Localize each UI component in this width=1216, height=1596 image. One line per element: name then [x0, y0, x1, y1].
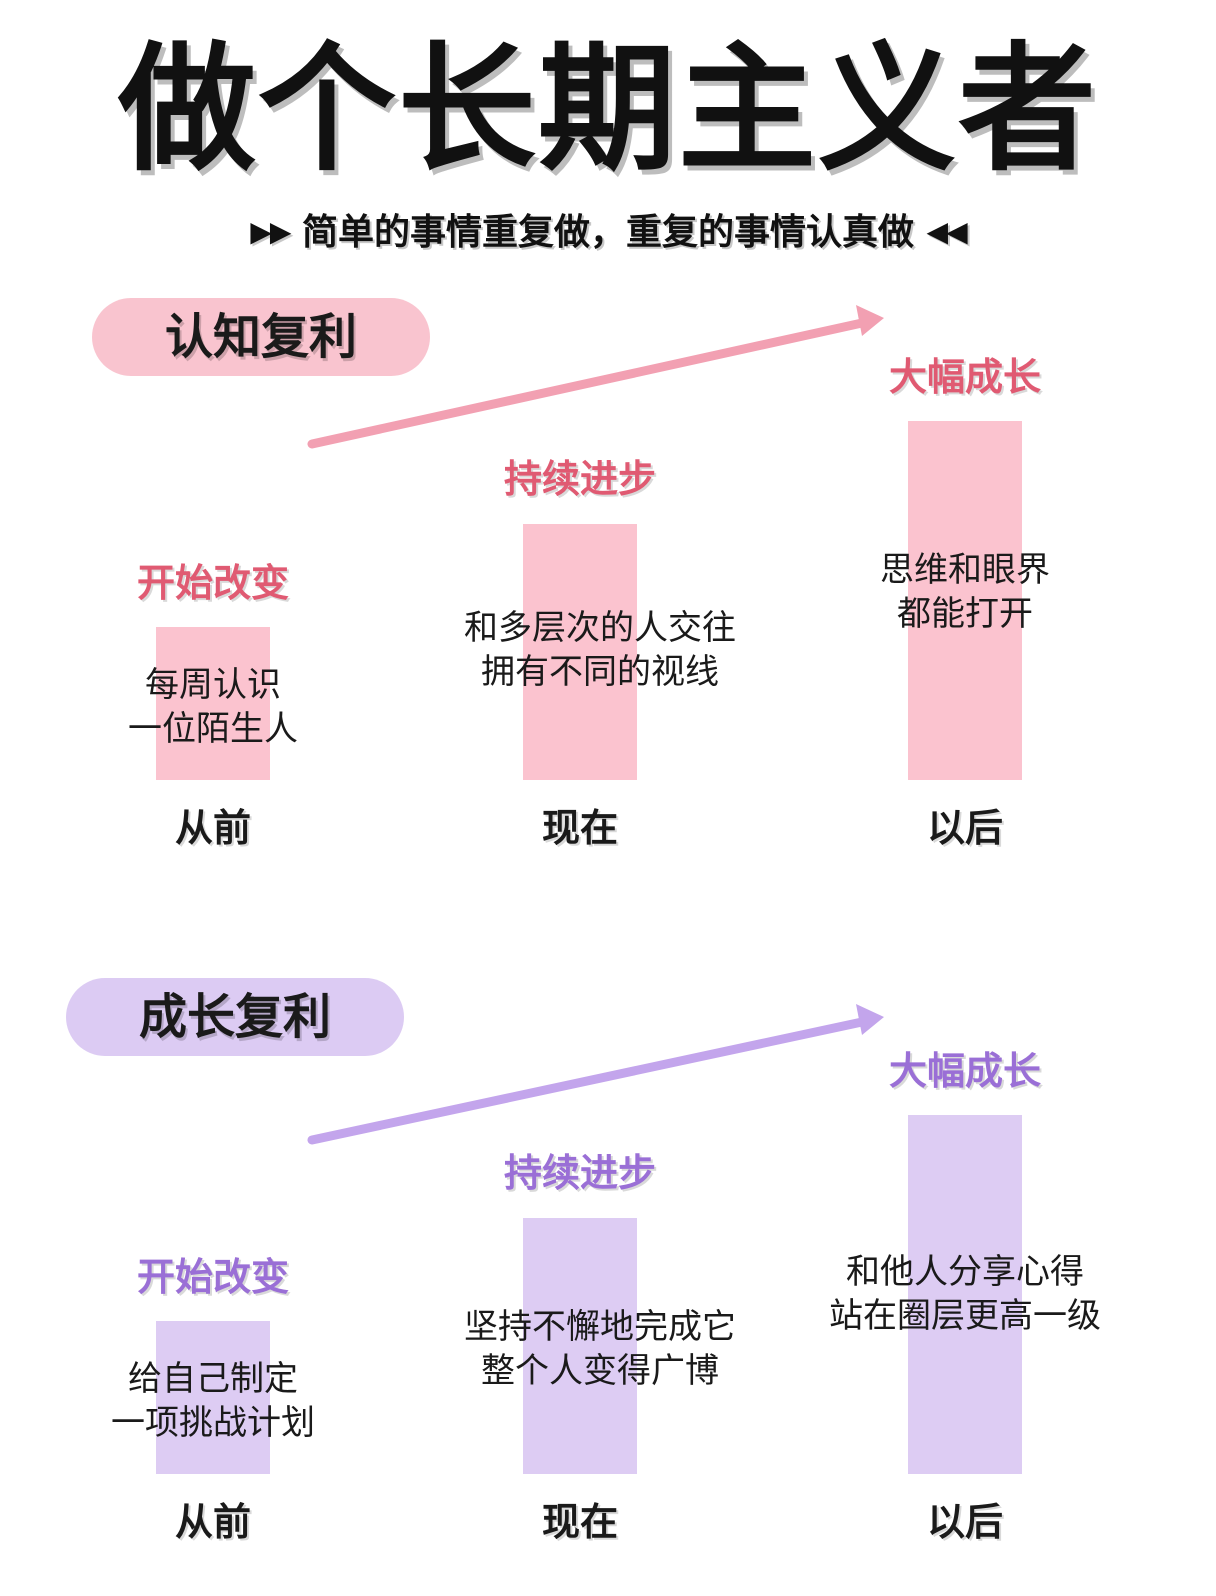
page-title: 做个长期主义者	[117, 29, 1098, 190]
play-right-icon: ▶▶	[250, 215, 291, 248]
desc-line: 给自己制定	[128, 1359, 298, 1399]
desc-line: 和他人分享心得	[846, 1252, 1084, 1292]
stage-desc-now: 坚持不懈地完成它 整个人变得广博	[420, 1305, 780, 1393]
stage-label-now: 持续进步	[503, 457, 656, 501]
stage-label-before: 开始改变	[136, 1255, 289, 1299]
stage-desc-before: 每周认识 一位陌生人	[63, 663, 363, 751]
stage-label-later: 大幅成长	[888, 1049, 1041, 1093]
desc-line: 和多层次的人交往	[464, 608, 736, 648]
desc-line: 一位陌生人	[128, 709, 298, 749]
desc-line: 都能打开	[897, 594, 1033, 634]
desc-line: 拥有不同的视线	[481, 652, 719, 692]
time-label-now: 现在	[541, 1500, 618, 1544]
desc-line: 每周认识	[145, 665, 281, 705]
stage-bar-later	[908, 1115, 1022, 1474]
stage-desc-now: 和多层次的人交往 拥有不同的视线	[420, 606, 780, 694]
stage-bar-before	[156, 627, 270, 780]
stage-bar-now	[523, 1218, 637, 1474]
desc-line: 坚持不懈地完成它	[464, 1307, 736, 1347]
section-title-pill: 认知复利	[92, 298, 430, 376]
time-label-before: 从前	[174, 1500, 251, 1544]
stage-desc-before: 给自己制定 一项挑战计划	[53, 1357, 373, 1445]
desc-line: 站在圈层更高一级	[829, 1296, 1101, 1336]
stage-label-later: 大幅成长	[888, 355, 1041, 399]
stage-bar-later	[908, 421, 1022, 780]
subtitle-text: 简单的事情重复做，重复的事情认真做	[301, 212, 914, 253]
desc-line: 整个人变得广博	[481, 1351, 719, 1391]
time-label-later: 以后	[926, 806, 1003, 850]
stage-bar-before	[156, 1321, 270, 1474]
stage-label-now: 持续进步	[503, 1151, 656, 1195]
stage-label-before: 开始改变	[136, 561, 289, 605]
time-label-later: 以后	[926, 1500, 1003, 1544]
stage-bar-now	[523, 524, 637, 780]
section-title-pill: 成长复利	[66, 978, 404, 1056]
time-label-now: 现在	[541, 806, 618, 850]
page-subtitle: ▶▶ 简单的事情重复做，重复的事情认真做 ◀◀	[0, 208, 1216, 260]
play-left-icon: ◀◀	[926, 215, 968, 248]
desc-line: 一项挑战计划	[111, 1403, 315, 1443]
stage-desc-later: 思维和眼界 都能打开	[815, 548, 1115, 636]
desc-line: 思维和眼界	[880, 550, 1050, 590]
time-label-before: 从前	[174, 806, 251, 850]
stage-desc-later: 和他人分享心得 站在圈层更高一级	[795, 1250, 1135, 1338]
